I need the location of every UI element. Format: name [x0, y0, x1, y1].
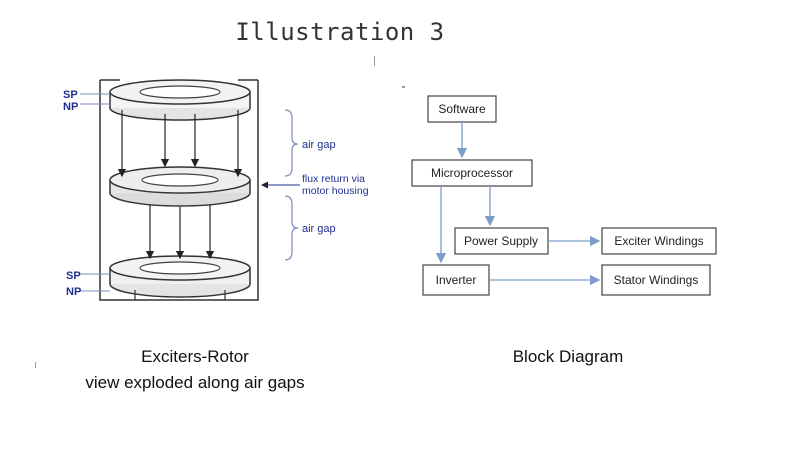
exciter-rotor-caption-line1: Exciters-Rotor: [141, 347, 249, 366]
stator-windings-box: [601, 264, 711, 296]
middle-disc: [109, 166, 251, 207]
block-diagram-caption: Block Diagram: [512, 347, 624, 366]
software-box: [427, 95, 497, 123]
np-bottom-label: NP: [66, 286, 81, 298]
flux-return-label-line2: motor housing: [302, 185, 369, 197]
stator-windings-box-label: Stator Windings: [614, 273, 699, 287]
page-title: Illustration 3: [235, 18, 445, 46]
divider-mark: [374, 56, 375, 66]
air-gap-top-label: air gap: [302, 139, 336, 151]
microprocessor-box-label: Microprocessor: [431, 166, 513, 180]
exciter-rotor-illustration: SP NP air gap flux return via motor hous…: [63, 79, 369, 301]
inverter-box-label: Inverter: [436, 273, 477, 287]
flux-arrows: [117, 110, 243, 260]
motor-housing: [99, 80, 259, 301]
top-disc: [109, 79, 251, 121]
block-diagram: Software Microprocessor Power Supply Exc…: [411, 95, 717, 296]
air-gap-bottom-label: air gap: [302, 223, 336, 235]
microprocessor-box: [411, 159, 533, 187]
divider-mark: [402, 86, 405, 88]
sp-bottom-label: SP: [66, 270, 81, 282]
exciter-rotor-caption: Exciters-Rotor view exploded along air g…: [40, 344, 350, 396]
np-top-label: NP: [63, 101, 78, 113]
air-gap-brace-bottom: [284, 195, 299, 261]
divider-mark: [35, 362, 36, 368]
software-box-label: Software: [438, 102, 486, 116]
sp-top-label: SP: [63, 89, 78, 101]
inverter-box: [422, 264, 490, 296]
power-supply-box-label: Power Supply: [464, 234, 538, 248]
bottom-disc: [109, 255, 251, 300]
flux-return-label-line1: flux return via: [302, 173, 365, 185]
air-gap-brace-top: [284, 109, 299, 177]
exciter-rotor-caption-line2: view exploded along air gaps: [85, 373, 305, 392]
exciter-windings-box: [601, 227, 717, 255]
exciter-windings-box-label: Exciter Windings: [614, 234, 703, 248]
